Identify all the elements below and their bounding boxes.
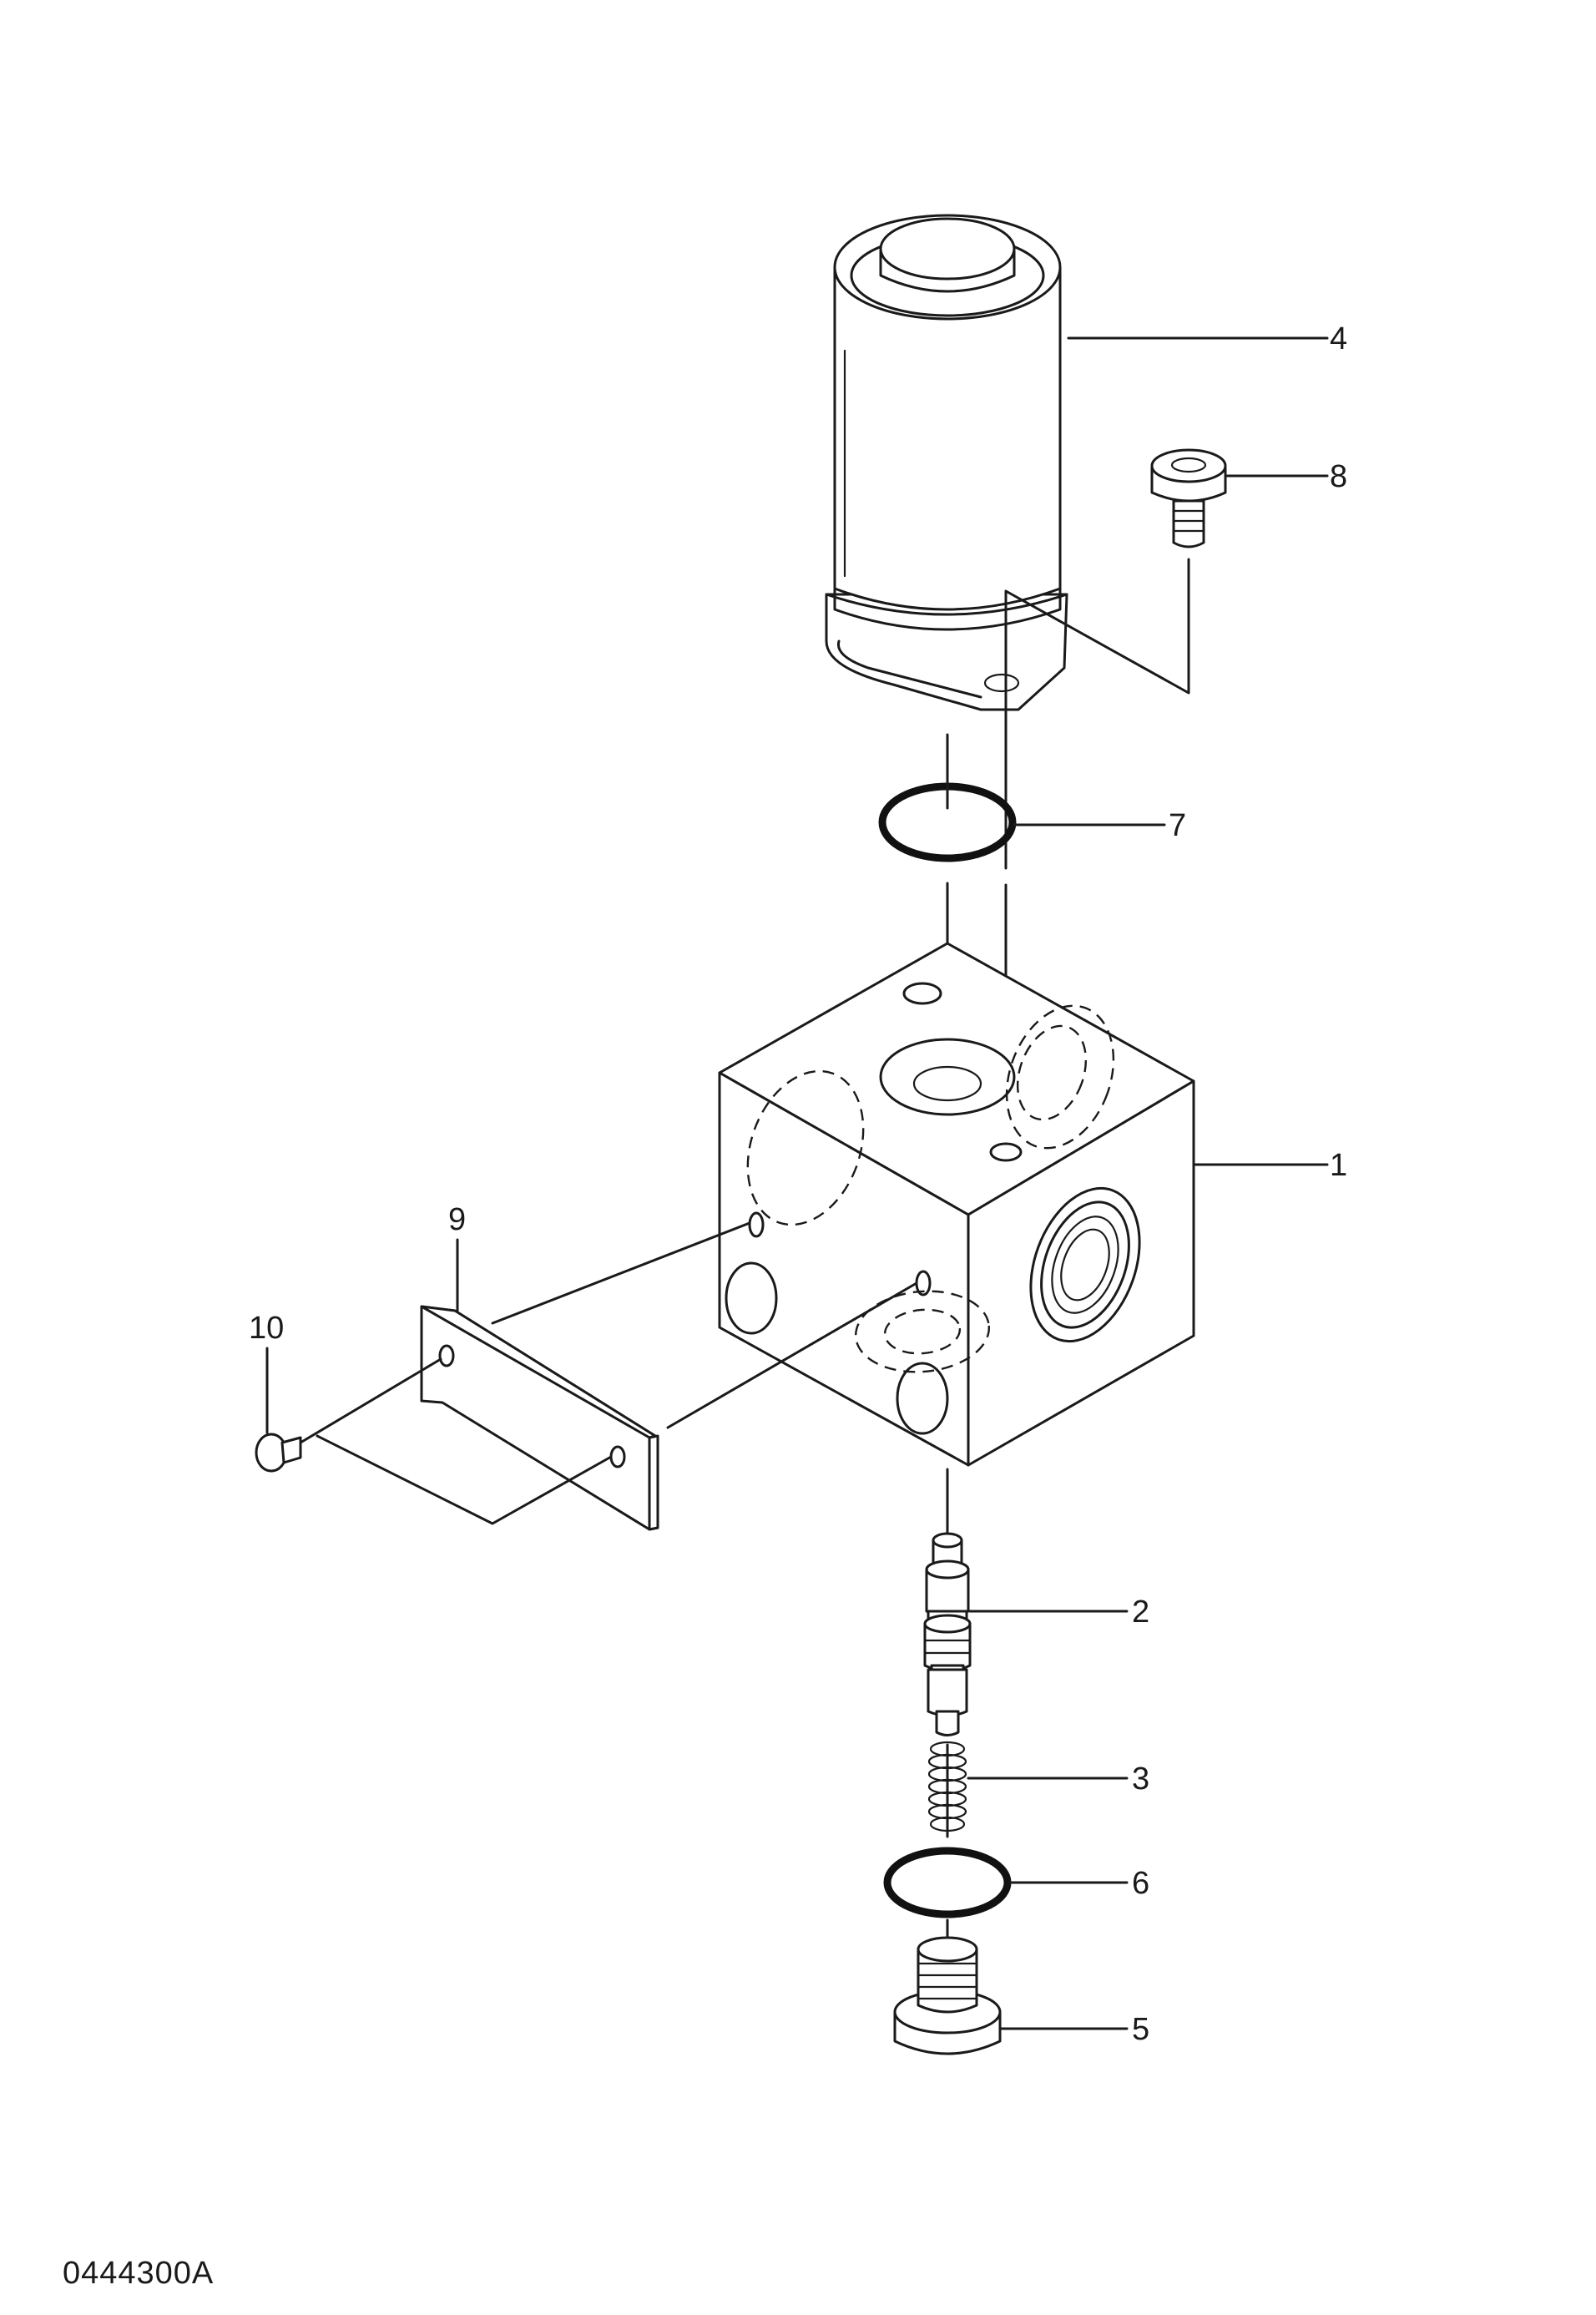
part-9-cover-plate[interactable]	[420, 1221, 918, 1531]
callout-10: 10	[249, 1311, 284, 1346]
part-2-spool[interactable]	[923, 1532, 972, 1736]
part-3-spring[interactable]	[927, 1741, 967, 1832]
part-6-oring[interactable]	[883, 1847, 1012, 1918]
callout-6: 6	[1132, 1866, 1149, 1901]
callout-3: 3	[1132, 1762, 1149, 1797]
callouts: 4 8 7 1 9 10 2 3 6 5	[249, 321, 1347, 2047]
callout-9: 9	[448, 1202, 466, 1237]
part-5-plug[interactable]	[893, 1936, 1002, 2055]
callout-4: 4	[1330, 321, 1347, 356]
part-10-plug[interactable]	[255, 1357, 613, 1525]
callout-8: 8	[1330, 459, 1347, 494]
callout-2: 2	[1132, 1595, 1149, 1630]
leader-lines	[265, 336, 1329, 2030]
part-1-valve-block[interactable]	[718, 942, 1195, 1467]
part-4-solenoid-coil[interactable]	[825, 214, 1068, 711]
callout-1: 1	[1330, 1148, 1347, 1183]
figure-code: 0444300A	[63, 2256, 214, 2291]
part-8-cap-screw[interactable]	[1004, 448, 1227, 870]
callout-5: 5	[1132, 2012, 1149, 2047]
callout-7: 7	[1169, 808, 1186, 843]
